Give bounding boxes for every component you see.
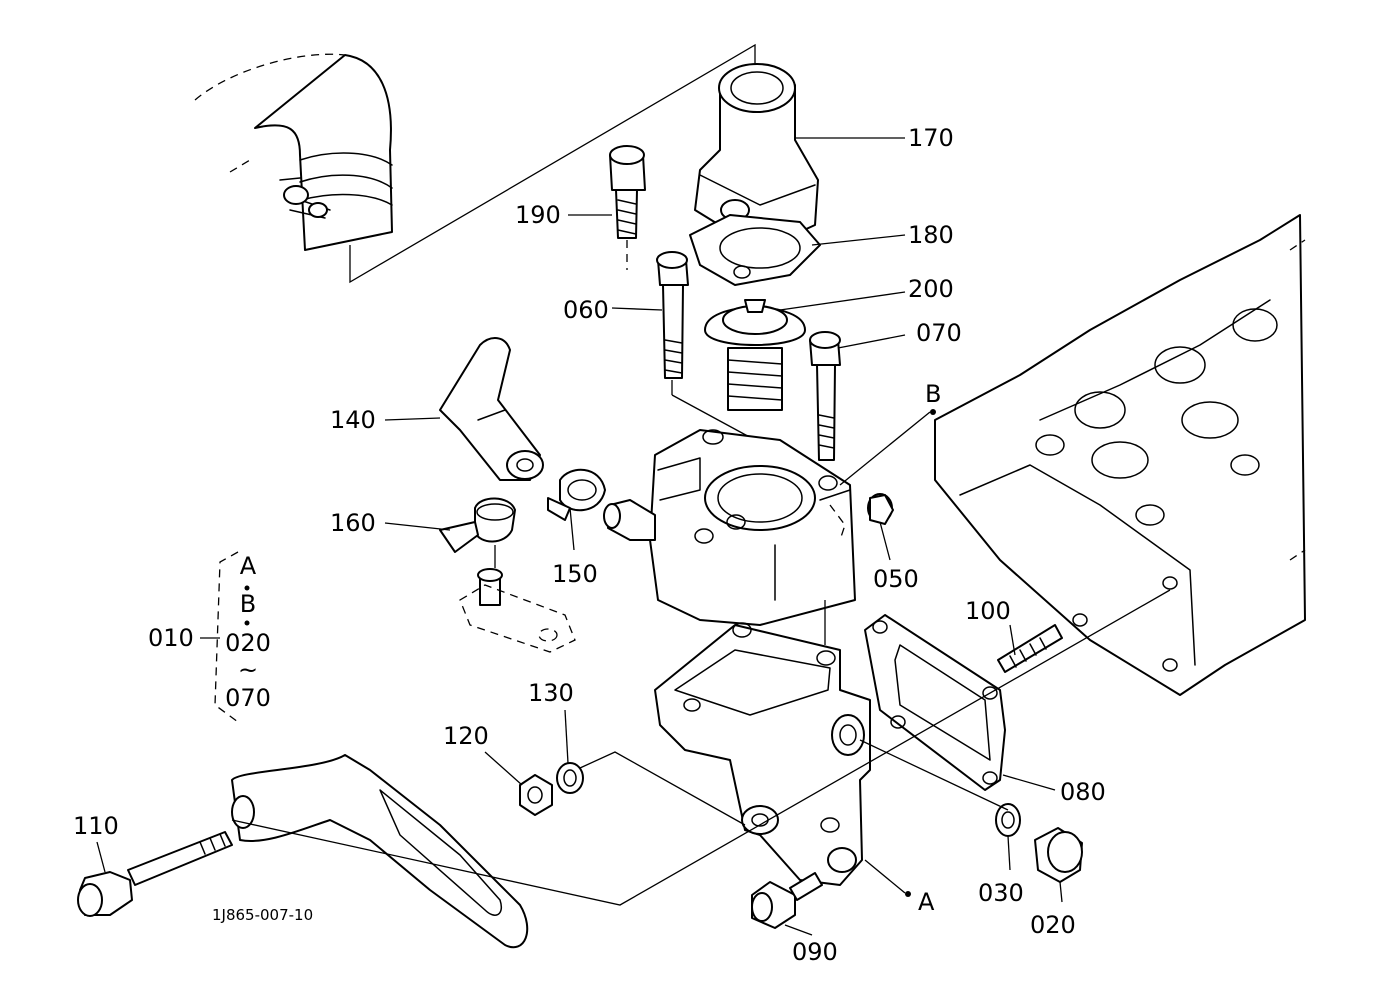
assembly-legend: 010 A B 020 ~ 070 <box>148 551 271 723</box>
ref-b-dot <box>930 409 936 415</box>
stay-bracket <box>231 754 529 949</box>
thermostat-200 <box>704 299 806 411</box>
water-flange-housing <box>654 622 871 886</box>
thermostat-cover-170 <box>694 63 819 251</box>
stud-100 <box>997 624 1063 673</box>
bolt-190 <box>609 145 646 239</box>
callout-leaders <box>96 137 1063 936</box>
bolt-090 <box>751 872 823 929</box>
cylinder-head <box>934 214 1306 696</box>
callout-060: 060 <box>563 296 609 324</box>
upper-hose <box>194 53 393 251</box>
gasket-180 <box>689 214 821 286</box>
assembly-label-010: 010 <box>148 624 194 652</box>
hose-clip-150 <box>547 468 606 521</box>
callout-labels: 170 180 190 200 060 070 140 160 150 050 … <box>73 124 1106 966</box>
ref-a-dot <box>905 891 911 897</box>
assembly-item-a: A <box>240 552 257 580</box>
bolt-070 <box>809 331 841 461</box>
callout-140: 140 <box>330 406 376 434</box>
callout-130: 130 <box>528 679 574 707</box>
gasket-080 <box>864 614 1006 791</box>
small-hose-140 <box>439 337 544 481</box>
callout-120: 120 <box>443 722 489 750</box>
hose-clip-160 <box>439 497 516 553</box>
ref-label-b: B <box>925 380 941 408</box>
callout-080: 080 <box>1060 778 1106 806</box>
callout-110: 110 <box>73 812 119 840</box>
callout-180: 180 <box>908 221 954 249</box>
callout-050: 050 <box>873 565 919 593</box>
hose-alignment-line <box>349 43 756 284</box>
diagram-code: 1J865-007-10 <box>212 906 313 924</box>
plug-020 <box>1034 827 1083 883</box>
washer-130 <box>556 762 584 794</box>
thermostat-housing <box>603 429 856 626</box>
callout-190: 190 <box>515 201 561 229</box>
assembly-item-b: B <box>240 590 256 618</box>
callout-150: 150 <box>552 560 598 588</box>
plug-050 <box>867 493 894 525</box>
assembly-item-range: ~ <box>238 656 258 684</box>
callout-100: 100 <box>965 597 1011 625</box>
bolt-060 <box>656 251 689 379</box>
callout-160: 160 <box>330 509 376 537</box>
callout-200: 200 <box>908 275 954 303</box>
pipe-flange <box>459 568 576 653</box>
nut-120 <box>519 774 553 816</box>
assembly-item-020: 020 <box>225 629 271 657</box>
callout-170: 170 <box>908 124 954 152</box>
callout-070: 070 <box>916 319 962 347</box>
washer-030 <box>995 803 1021 837</box>
callout-030: 030 <box>978 879 1024 907</box>
callout-020: 020 <box>1030 911 1076 939</box>
callout-090: 090 <box>792 938 838 966</box>
bolt-110 <box>77 831 233 917</box>
ref-label-a: A <box>918 888 935 916</box>
assembly-item-070: 070 <box>225 684 271 712</box>
